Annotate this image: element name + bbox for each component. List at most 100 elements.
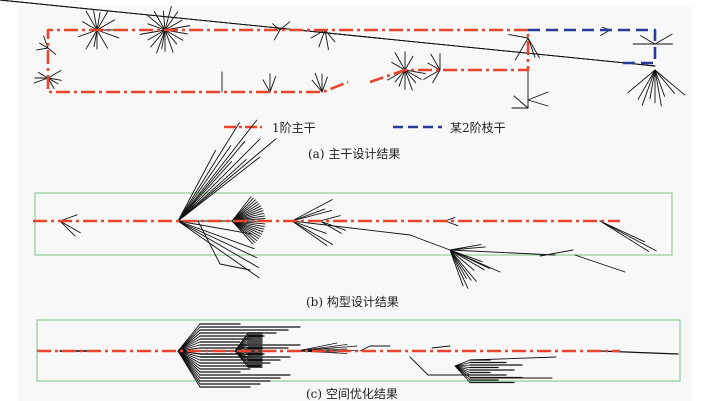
branch-line [162, 10, 166, 31]
branch-line [449, 244, 482, 251]
branch-line [164, 11, 179, 31]
branch-line [47, 77, 59, 85]
branch-line [359, 345, 371, 352]
branch-line [177, 220, 255, 250]
branch-line [599, 350, 679, 355]
branch-line [291, 199, 333, 222]
branch-line [296, 342, 338, 352]
branch-line [432, 69, 441, 84]
branch-line [654, 69, 662, 107]
branch-line [394, 52, 406, 71]
branch-line [177, 149, 217, 222]
branch-line [454, 362, 471, 367]
branch-line [404, 69, 426, 75]
branch-line [640, 35, 656, 45]
branch-line [177, 161, 232, 222]
branch-line [177, 220, 258, 259]
branch-line [93, 10, 98, 31]
branch-line [539, 249, 574, 257]
branch-line [314, 72, 323, 93]
branch-line [234, 350, 249, 368]
branch-line [449, 249, 472, 281]
caption-b: (b) 构型设计结果 [306, 295, 399, 309]
branch-line [391, 61, 406, 71]
branch-line [449, 246, 486, 251]
branch-line [150, 29, 166, 48]
branch-line [404, 69, 417, 84]
branch-line [177, 122, 240, 222]
branch-line [449, 249, 467, 279]
branch-line [641, 69, 656, 106]
figure-background [18, 6, 692, 401]
branch-line [449, 249, 464, 287]
branch-line [177, 220, 253, 235]
branch-line [311, 79, 323, 93]
branch-line [39, 42, 49, 49]
branch-line [164, 29, 178, 45]
branch-line [85, 10, 98, 31]
branch-line [394, 69, 406, 83]
branch-line [324, 29, 336, 43]
branch-line [431, 345, 451, 349]
branch-line [469, 356, 557, 361]
branch-line [164, 29, 174, 53]
branch-line [508, 34, 529, 39]
branch-line [404, 69, 422, 80]
branch-line [269, 76, 277, 93]
branch-line [430, 53, 441, 71]
branch-line [37, 71, 49, 79]
branch-line [164, 19, 183, 31]
branch-line [654, 69, 675, 94]
branch-line [319, 220, 342, 234]
branch-line [177, 220, 260, 279]
branch-line [96, 10, 109, 31]
branch-line [59, 220, 81, 234]
branch-line [177, 158, 247, 222]
branch-line [449, 249, 485, 271]
caption-a: (a) 主干设计结果 [308, 147, 401, 161]
branch-line [47, 47, 57, 56]
branch-line [627, 69, 656, 94]
branch-line [599, 220, 650, 252]
primary-trunk [46, 28, 528, 94]
branch-line [85, 29, 98, 50]
legend-label-secondary: 某2阶枝干 [450, 121, 506, 135]
branch-line [291, 209, 333, 222]
branch-line [454, 359, 471, 367]
branch-line [527, 99, 549, 107]
branch-line [177, 138, 277, 222]
branch-line [272, 23, 281, 31]
branch-line [513, 95, 529, 109]
branch-line [147, 29, 166, 41]
branch-line [33, 77, 49, 84]
branch-line [449, 249, 477, 282]
branch-line [96, 12, 101, 31]
branch-line [96, 29, 120, 39]
branch-line [156, 29, 166, 54]
branch-line [654, 69, 666, 97]
branch-line [449, 249, 491, 269]
branch-line [454, 364, 471, 367]
frame-c [36, 319, 681, 382]
branch-line [291, 220, 328, 246]
branch-line [637, 69, 656, 100]
branch-line [324, 29, 329, 51]
branch-line [177, 338, 201, 352]
secondary-branch [528, 28, 657, 65]
branch-line [47, 70, 62, 79]
primary-trunk [369, 30, 530, 84]
branch-line [0, 0, 656, 67]
branch-line [177, 220, 259, 268]
branch-line [291, 220, 327, 234]
branch-line [164, 5, 172, 31]
branch-line [153, 11, 166, 31]
branch-line [404, 69, 413, 91]
branch-line [273, 29, 281, 41]
branch-line [161, 29, 166, 50]
frame-b [34, 192, 673, 256]
branch-line [454, 365, 471, 383]
branch-line [654, 69, 686, 96]
branch-line [574, 254, 626, 273]
